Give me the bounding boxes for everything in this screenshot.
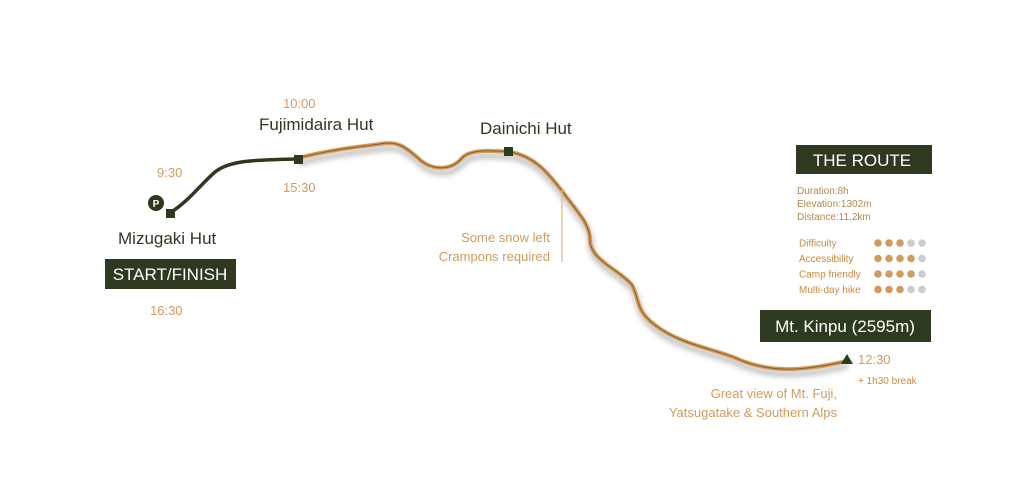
rating-dot-filled [874, 254, 882, 263]
rating-dot-empty [918, 270, 926, 278]
rating-dot-filled [896, 285, 904, 294]
rating-dot-filled [896, 270, 904, 278]
trail-segment-approach [168, 157, 300, 215]
rating-label: Difficulty [799, 239, 837, 250]
hut-marker [166, 209, 175, 218]
rating-dot-filled [896, 239, 904, 247]
hut-name: Mizugaki Hut [118, 229, 217, 248]
route-info-panel: THE ROUTE Duration:8h Elevation:1302m Di… [796, 145, 932, 296]
time-back: 15:30 [283, 180, 316, 195]
summit-label: Mt. Kinpu (2595m) [775, 317, 915, 336]
rating-dot-empty [918, 254, 926, 263]
rating-dot-filled [885, 239, 893, 247]
stat-distance: Distance:11.2km [797, 212, 871, 223]
rating-dot-filled [907, 254, 915, 263]
start-finish-label: START/FINISH [113, 265, 228, 284]
rating-row: Camp friendly [799, 270, 926, 281]
rating-dot-empty [918, 239, 926, 247]
route-title-badge [796, 145, 932, 174]
rating-dot-filled [874, 239, 882, 247]
trail-segment-ridge-center [297, 142, 848, 370]
view-note: Great view of Mt. Fuji, Yatsugatake & So… [669, 386, 838, 420]
hut-name: Fujimidaira Hut [259, 115, 374, 134]
trail-shadow [298, 145, 849, 377]
rating-row: Multi-day hike [799, 285, 926, 296]
route-title: THE ROUTE [813, 151, 911, 170]
time-out: 9:30 [157, 165, 182, 180]
waypoint-mizugaki-hut: P 9:30 Mizugaki Hut START/FINISH 16:30 [105, 165, 236, 318]
snow-note-line-1: Some snow left [461, 230, 550, 245]
hut-marker [294, 155, 303, 164]
snow-note-line-2: Crampons required [439, 249, 550, 264]
rating-dot-empty [907, 285, 915, 294]
summit-time: 12:30 [858, 352, 891, 367]
summit-break: + 1h30 break [858, 376, 918, 387]
rating-row: Accessibility [799, 254, 926, 265]
view-note-line-1: Great view of Mt. Fuji, [711, 386, 837, 401]
rating-dot-filled [885, 285, 893, 294]
hut-name: Dainichi Hut [480, 119, 572, 138]
waypoint-mt-kinpu: Mt. Kinpu (2595m) 12:30 + 1h30 break [760, 310, 931, 387]
rating-dot-empty [918, 285, 926, 294]
rating-label: Accessibility [799, 254, 853, 265]
rating-label: Multi-day hike [799, 285, 861, 296]
rating-dot-filled [874, 285, 882, 294]
view-note-line-2: Yatsugatake & Southern Alps [669, 405, 838, 420]
rating-label: Camp friendly [799, 270, 861, 281]
parking-icon-letter: P [153, 199, 160, 210]
summit-marker-icon [841, 354, 853, 364]
rating-dot-filled [896, 254, 904, 263]
stat-duration: Duration:8h [797, 186, 849, 197]
rating-dot-filled [885, 270, 893, 278]
waypoint-dainichi-hut: Dainichi Hut [480, 119, 572, 156]
rating-dot-empty [907, 239, 915, 247]
rating-dot-filled [885, 254, 893, 263]
time-out: 10:00 [283, 96, 316, 111]
rating-dot-filled [874, 270, 882, 278]
time-back: 16:30 [150, 303, 183, 318]
rating-row: Difficulty [799, 239, 926, 250]
summit-badge [760, 310, 931, 342]
hut-marker [504, 147, 513, 156]
start-finish-badge [105, 259, 236, 289]
snow-note: Some snow left Crampons required [439, 190, 563, 264]
stat-elevation: Elevation:1302m [797, 199, 872, 210]
waypoint-fujimidaira-hut: 10:00 Fujimidaira Hut 15:30 [259, 96, 374, 195]
rating-dot-filled [907, 270, 915, 278]
parking-icon [148, 195, 164, 211]
